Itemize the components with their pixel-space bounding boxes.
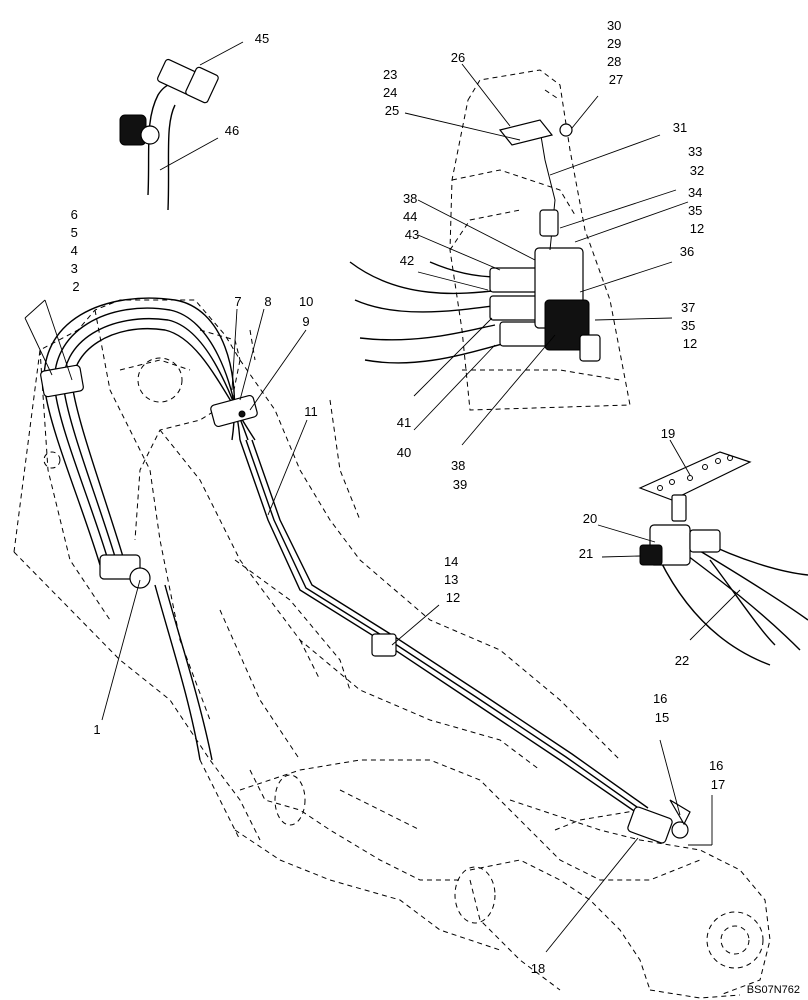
callout-labels: 45 46 6 5 4 3 2 7 8 10 9 11 1 14 13 12 2… <box>71 18 800 996</box>
callout-6-2: 6 5 4 3 2 <box>71 207 82 294</box>
callout-45: 45 <box>255 31 269 46</box>
callout-36: 36 <box>680 244 694 259</box>
callout-38-43: 38 44 43 <box>403 191 421 242</box>
callout-23-25: 23 24 25 <box>383 67 401 118</box>
elbow-fitting-detail <box>119 58 219 211</box>
callout-26: 26 <box>451 50 465 65</box>
callout-34-12: 34 35 12 <box>688 185 706 236</box>
callout-11: 11 <box>304 404 318 419</box>
callout-16-17: 16 17 <box>709 758 727 792</box>
leader-lines <box>24 41 741 953</box>
drawing-code: BS07N762 <box>747 984 800 996</box>
mounting-plate-detail <box>638 451 752 566</box>
loader-frame-outline <box>13 299 771 999</box>
callout-30-27: 30 29 28 27 <box>607 18 625 87</box>
callout-20: 20 <box>583 511 597 526</box>
callout-37-12: 37 35 12 <box>681 300 699 351</box>
callout-7: 7 <box>234 294 241 309</box>
callout-42: 42 <box>400 253 414 268</box>
callout-1: 1 <box>93 722 100 737</box>
callout-10-9: 10 9 <box>299 294 317 329</box>
callout-22: 22 <box>675 653 689 668</box>
callout-19: 19 <box>661 426 675 441</box>
callout-31: 31 <box>673 120 687 135</box>
callout-8: 8 <box>264 294 271 309</box>
callout-14-12: 14 13 12 <box>444 554 462 605</box>
callout-33-32: 33 32 <box>688 144 706 178</box>
valve-detail <box>349 69 631 411</box>
callout-16-15: 16 15 <box>653 691 671 725</box>
callout-38-39: 38 39 <box>451 458 469 492</box>
callout-41: 41 <box>397 415 411 430</box>
loader-hoses <box>43 297 808 816</box>
clamp-group <box>40 364 691 844</box>
callout-40: 40 <box>397 445 411 460</box>
callout-46: 46 <box>225 123 239 138</box>
callout-18: 18 <box>531 961 545 976</box>
callout-21: 21 <box>579 546 593 561</box>
